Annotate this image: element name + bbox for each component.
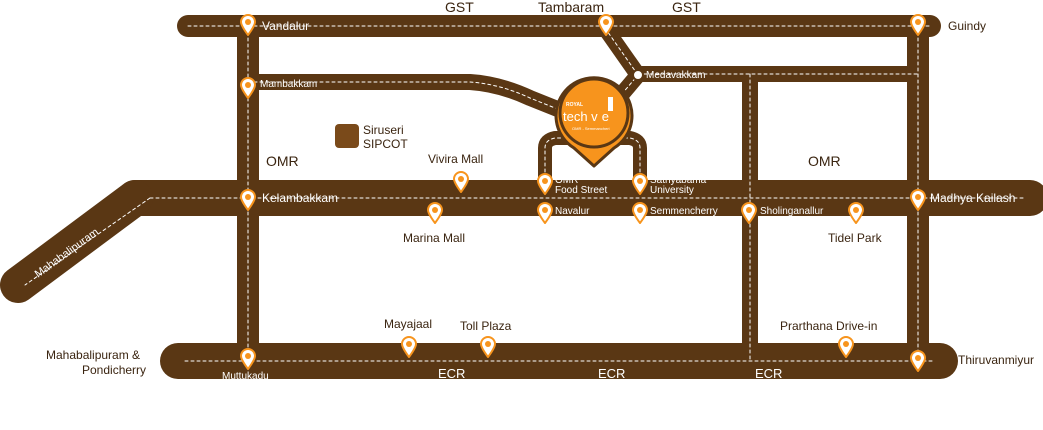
label-sipcot-1: Siruseri — [363, 123, 404, 137]
label-omr-food-1: OMR — [555, 175, 578, 186]
label-marina-mall: Marina Mall — [403, 231, 465, 245]
mahabalipuram-road — [0, 180, 153, 303]
label-mambakkam: Mambakkam — [260, 79, 317, 90]
label-tambaram: Tambaram — [538, 0, 604, 15]
label-navalur: Navalur — [555, 206, 590, 217]
logo-sub: OMR - Semmancheri — [572, 126, 610, 131]
label-muttukadu: Muttukadu — [222, 371, 269, 382]
label-mahab-pond-1: Mahabalipuram & — [46, 348, 140, 362]
road-network — [0, 15, 1043, 379]
label-gst-right: GST — [672, 0, 701, 15]
label-tidel-park: Tidel Park — [828, 231, 883, 245]
label-gst-left: GST — [445, 0, 474, 15]
label-toll-plaza: Toll Plaza — [460, 319, 512, 333]
label-semmencherry: Semmencherry — [650, 206, 718, 217]
label-sipcot-2: SIPCOT — [363, 137, 408, 151]
pin-marina-mall[interactable] — [427, 202, 443, 224]
label-thiruvanmiyur: Thiruvanmiyur — [958, 353, 1034, 367]
label-ecr-1: ECR — [438, 366, 465, 381]
label-prarthana: Prarthana Drive-in — [780, 319, 877, 333]
map-labels: GST Tambaram GST Vandalur Guindy Mambakk… — [33, 0, 1034, 382]
label-ecr-3: ECR — [755, 366, 782, 381]
label-vandalur: Vandalur — [262, 19, 309, 33]
label-mayajaal: Mayajaal — [384, 317, 432, 331]
label-sholinganallur: Sholinganallur — [760, 206, 824, 217]
label-vivira-mall: Vivira Mall — [428, 152, 483, 166]
label-ecr-2: ECR — [598, 366, 625, 381]
label-guindy: Guindy — [948, 19, 986, 33]
label-omr-food-2: Food Street — [555, 185, 607, 196]
logo-building-icon — [608, 97, 613, 111]
label-madhya-kailash: Madhya Kailash — [930, 191, 1015, 205]
label-omr-left: OMR — [266, 153, 299, 169]
pin-semmencherry[interactable] — [632, 202, 648, 224]
label-sathyabama-2: University — [650, 185, 694, 196]
label-mahab-pond-2: Pondicherry — [82, 363, 146, 377]
medavakkam-junction-dot — [632, 69, 644, 81]
sipcot-marker — [335, 124, 359, 148]
pin-navalur[interactable] — [537, 202, 553, 224]
logo-brand: ROYAL — [566, 102, 583, 108]
label-sathyabama-1: Sathyabama — [650, 175, 707, 186]
pin-tidel-park[interactable] — [848, 202, 864, 224]
label-medavakkam: Medavakkam — [646, 70, 705, 81]
label-omr-right: OMR — [808, 153, 841, 169]
label-kelambakkam: Kelambakkam — [262, 191, 338, 205]
logo-ring — [558, 77, 630, 149]
